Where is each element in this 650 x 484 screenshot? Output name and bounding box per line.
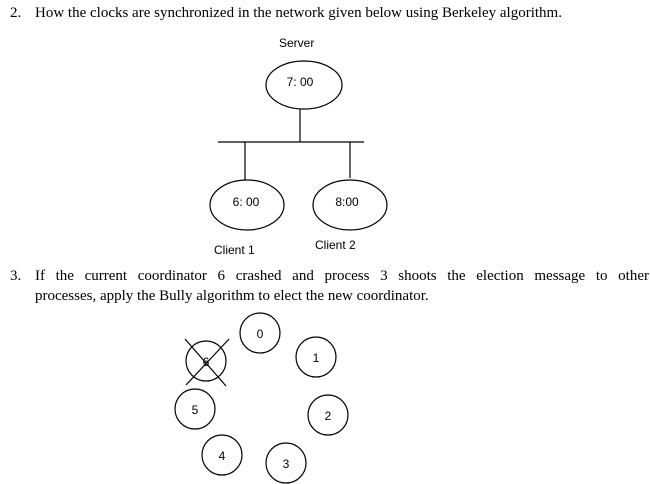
berkeley-network-diagram: Server 7: 00 6: 00 8:00 Client 1 Client … [209, 36, 388, 257]
process-node-1: 1 [295, 336, 337, 378]
bully-ring-diagram: 0 1 2 3 4 5 6 [174, 312, 349, 484]
crash-cross-line-b [185, 338, 230, 386]
client2-label: Client 2 [315, 238, 356, 252]
question-3: 3. If the current coordinator 6 crashed … [10, 266, 650, 308]
question-2-text: How the clocks are synchronized in the n… [35, 5, 562, 21]
client1-label: Client 1 [214, 243, 255, 257]
process-label-6: 6 [203, 355, 210, 369]
server-time: 7: 00 [287, 75, 314, 89]
question-2-number: 2. [10, 5, 22, 21]
process-label-5: 5 [192, 403, 199, 417]
process-label-1: 1 [313, 351, 320, 365]
client1-node [209, 179, 285, 231]
process-node-6-crashed: 6 [184, 338, 230, 387]
process-node-2: 2 [307, 394, 349, 436]
crash-cross-line-a [184, 338, 227, 387]
server-node [265, 60, 343, 110]
document-page: 2. How the clocks are synchronized in th… [10, 5, 649, 484]
process-label-2: 2 [325, 409, 332, 423]
client1-time: 6: 00 [233, 195, 260, 209]
process-node-3: 3 [265, 442, 307, 484]
server-label: Server [279, 36, 314, 50]
question-3-line-1: If the current coordinator 6 crashed and… [35, 268, 649, 284]
process-node-0: 0 [239, 312, 281, 354]
question-3-line-2: processes, apply the Bully algorithm to … [35, 288, 429, 304]
process-label-3: 3 [283, 457, 290, 471]
process-node-4: 4 [201, 434, 243, 476]
question-3-number: 3. [10, 268, 22, 284]
process-label-0: 0 [257, 327, 264, 341]
client2-time: 8:00 [335, 195, 359, 209]
process-label-4: 4 [219, 449, 226, 463]
process-node-5: 5 [174, 388, 216, 430]
client2-node [312, 179, 388, 231]
